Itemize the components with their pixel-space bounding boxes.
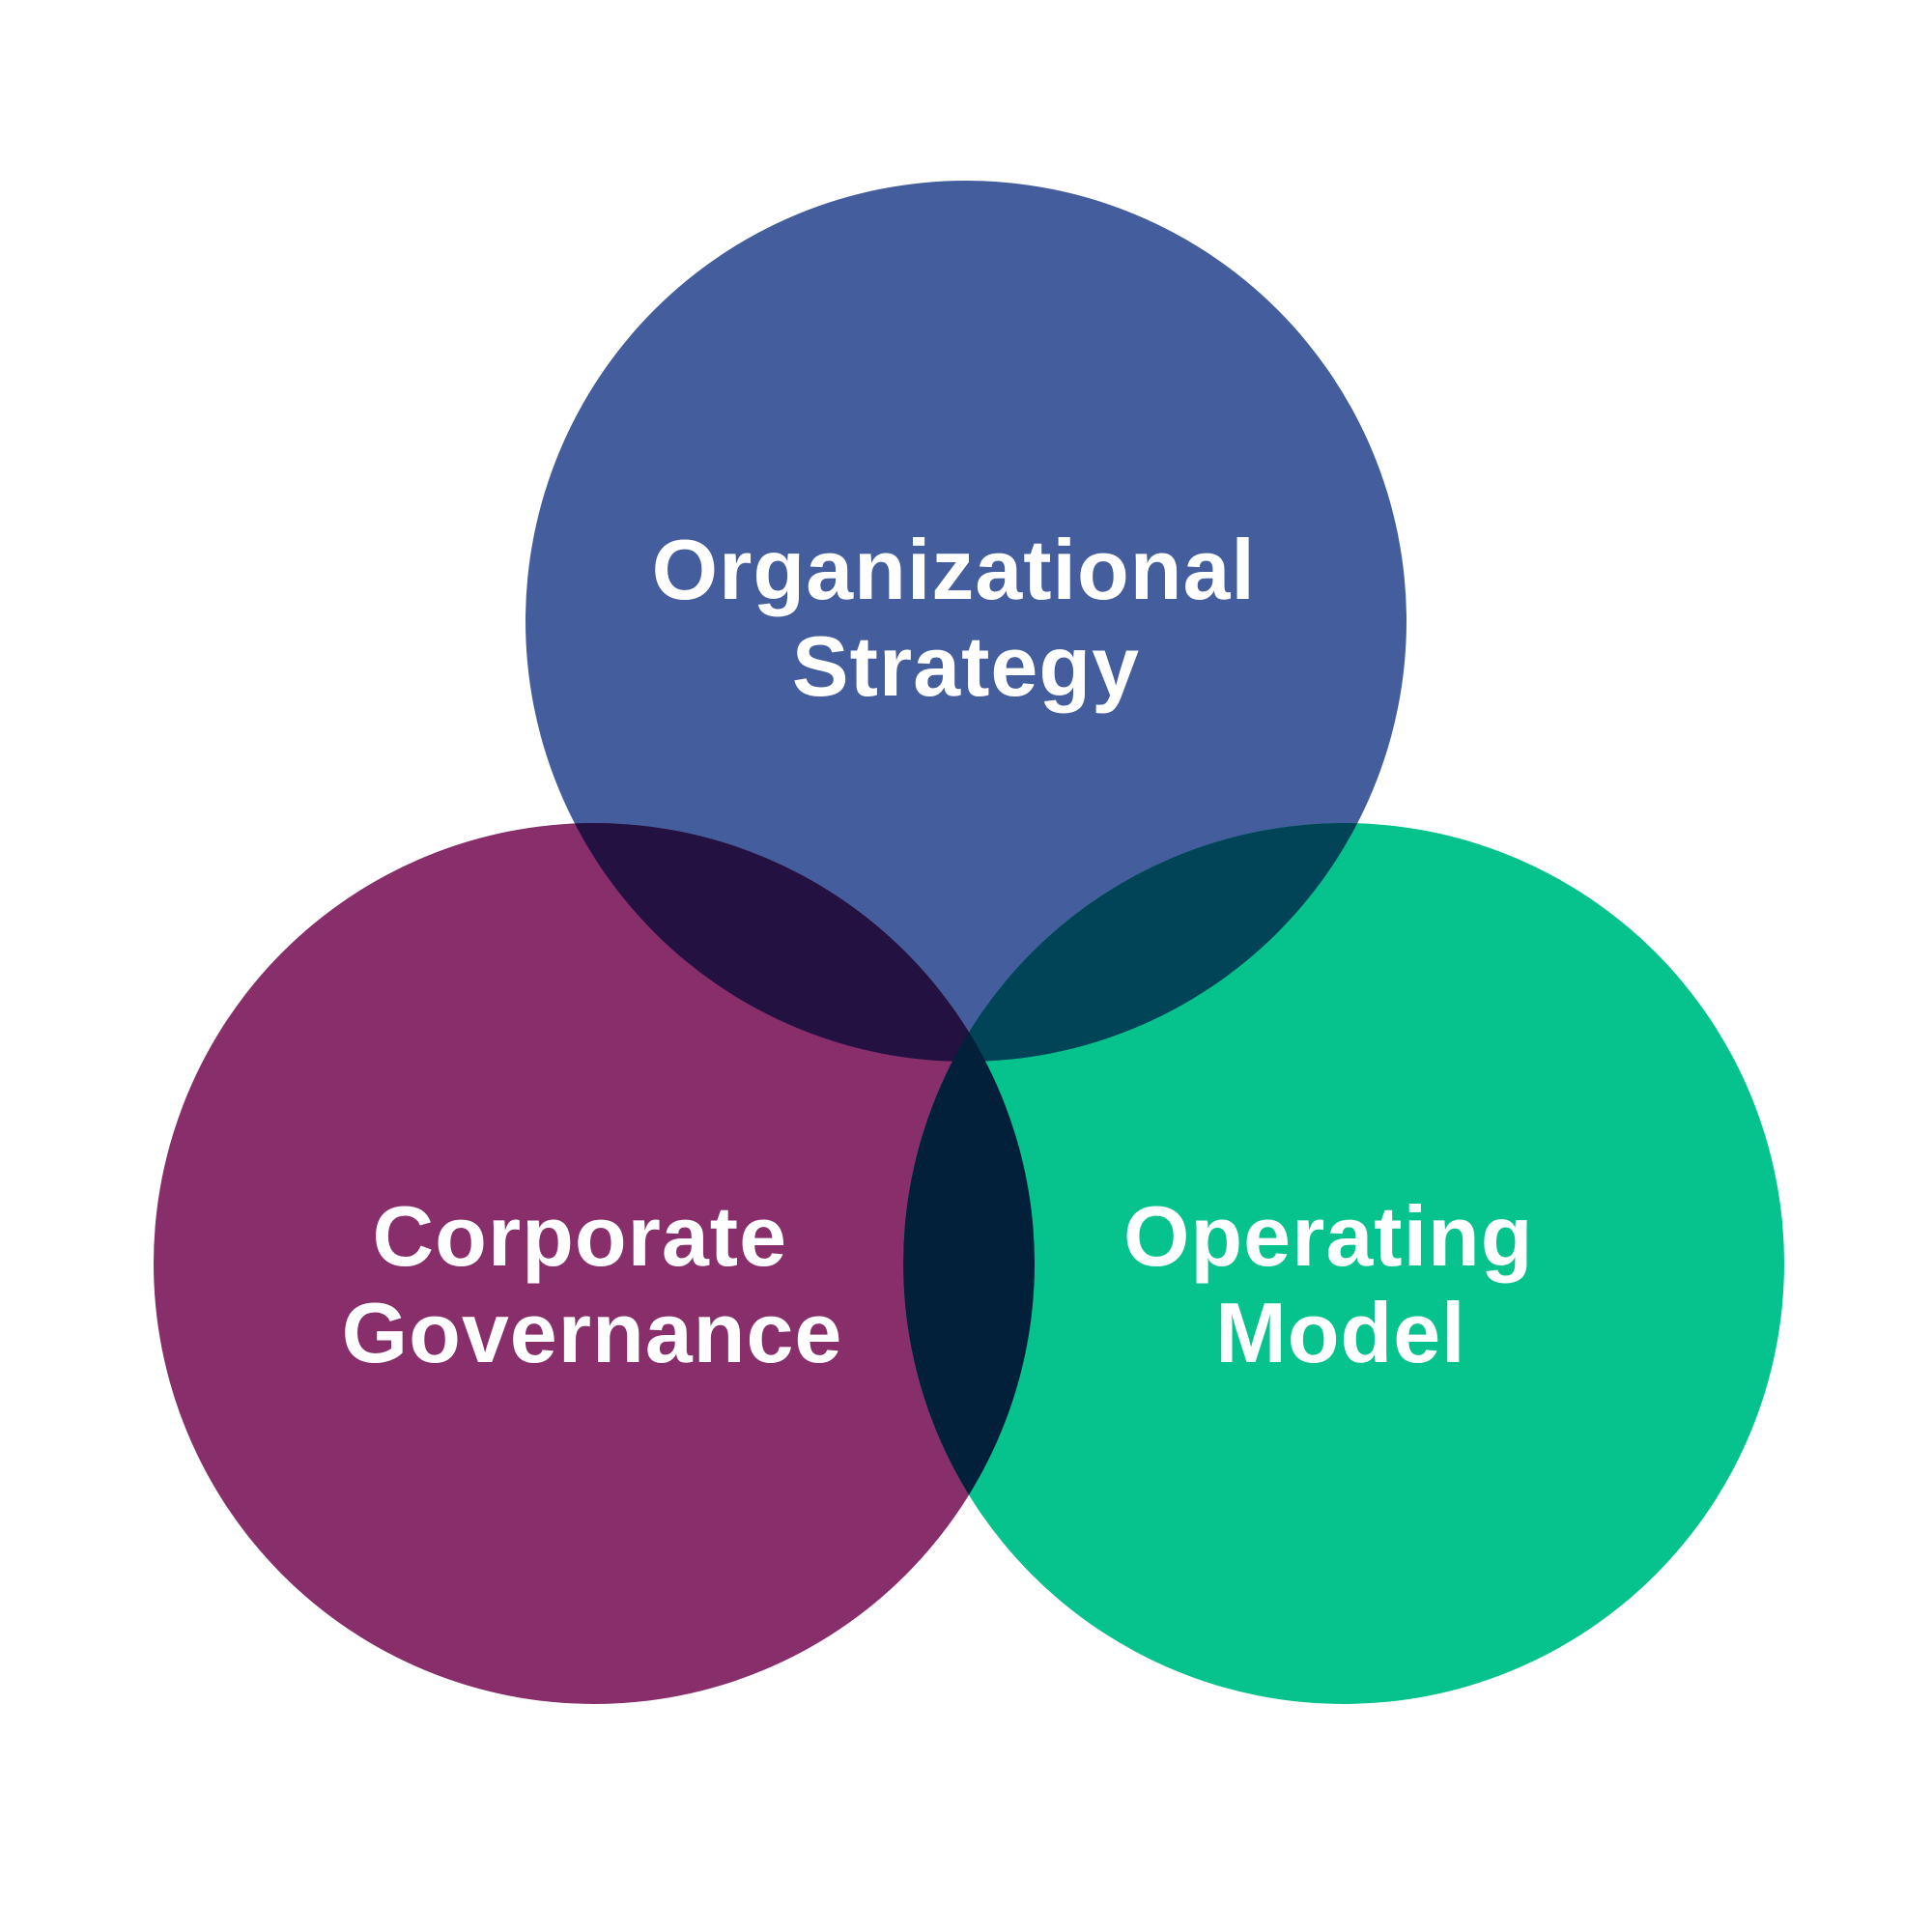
organizational-strategy-circle	[526, 181, 1406, 1062]
corporate-governance-label-line-1: Corporate	[373, 1188, 788, 1284]
organizational-strategy-label-line-1: Organizational	[652, 522, 1256, 617]
operating-model-label-line-1: Operating	[1123, 1188, 1534, 1284]
operating-model-label: Operating Model	[1123, 1188, 1558, 1380]
corporate-governance-label-line-2: Governance	[342, 1285, 843, 1380]
corporate-governance-circle	[154, 823, 1035, 1704]
operating-model-label-line-2: Model	[1215, 1285, 1465, 1380]
organizational-strategy-label-line-2: Strategy	[792, 618, 1140, 714]
corporate-governance-label: Corporate Governance	[342, 1188, 843, 1380]
organizational-strategy-label: Organizational Strategy	[652, 522, 1281, 714]
operating-model-circle	[903, 823, 1784, 1704]
